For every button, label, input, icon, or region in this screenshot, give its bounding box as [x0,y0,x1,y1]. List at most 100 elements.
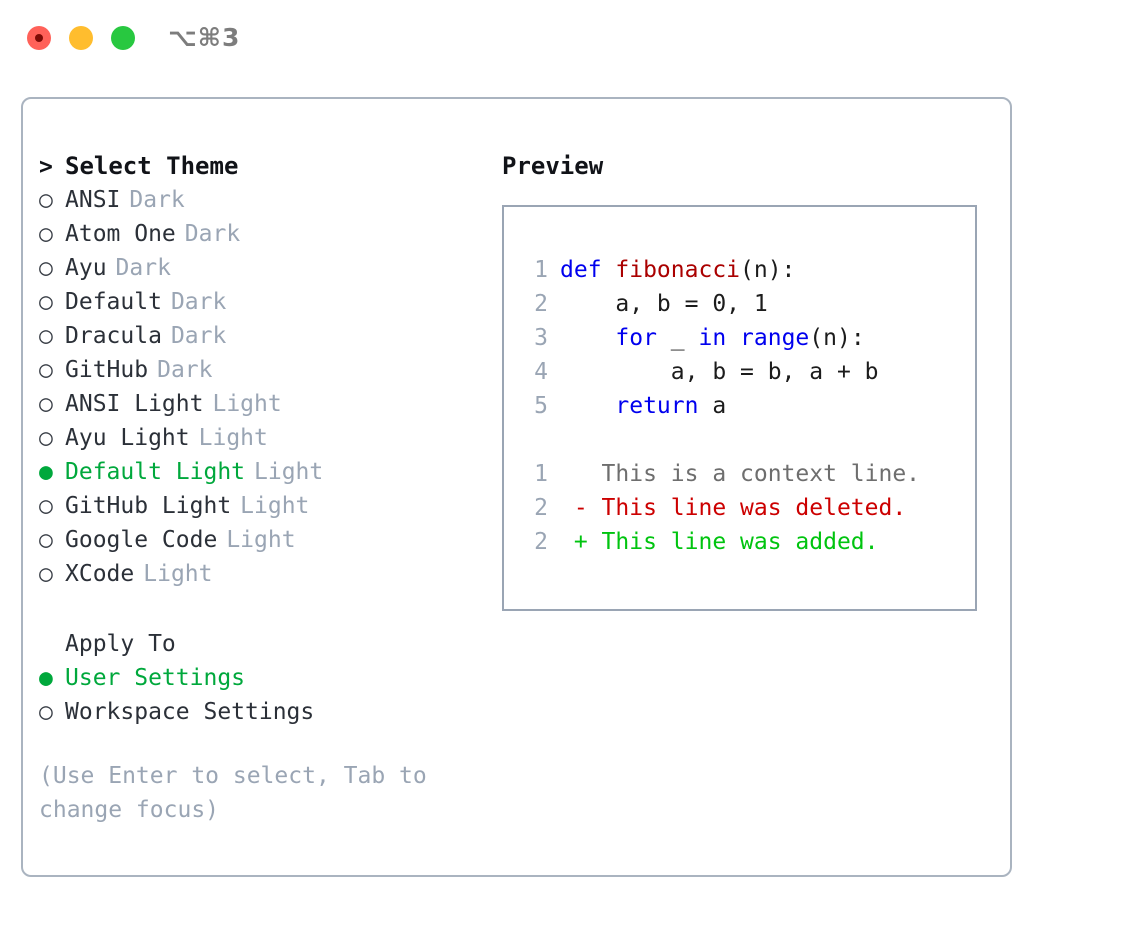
token-pl: a, b = 0, 1 [560,291,768,317]
theme-variant-tag: Light [254,459,324,485]
radio-selected-icon: ● [39,665,53,691]
code-line: 2 a, b = 0, 1 [504,287,975,321]
caret-icon: > [39,154,53,180]
diff-sample: 1 This is a context line.2 - This line w… [504,457,975,559]
diff-line: 2 - This line was deleted. [504,491,975,525]
theme-option-label: XCode [65,561,135,587]
theme-option-google-code[interactable]: ○ Google Code Light [39,523,479,557]
theme-variant-tag: Light [226,527,296,553]
token-kw: in [698,325,727,351]
line-number: 2 [534,495,548,521]
line-content: def fibonacci(n): [560,253,795,287]
line-number: 5 [534,393,548,419]
apply-to-option-label: User Settings [65,665,246,691]
theme-variant-tag: Dark [115,255,171,281]
theme-list-header: > Select Theme [39,149,479,183]
diff-line: 1 This is a context line. [504,457,975,491]
token-pl: a, b = b, a + b [560,359,879,385]
diff-line: 2 + This line was added. [504,525,975,559]
theme-variant-tag: Dark [129,187,185,213]
maximize-button[interactable] [111,26,135,50]
token-fn: fibonacci [615,257,741,283]
theme-option-label: ANSI Light [65,391,204,417]
line-content: This is a context line. [560,457,921,491]
apply-to-option-label: Workspace Settings [65,699,315,725]
close-button[interactable] [27,26,51,50]
theme-option-default-light[interactable]: ● Default Light Light [39,455,479,489]
line-number: 2 [534,529,548,555]
apply-to-option-workspace-settings[interactable]: ○ Workspace Settings [39,695,479,729]
line-content: for _ in range(n): [560,321,865,355]
line-number: 2 [534,291,548,317]
theme-variant-tag: Dark [157,357,213,383]
apply-to-header: ○ Apply To [39,627,479,661]
token-kw: range [740,325,810,351]
theme-option-label: Default Light [65,459,246,485]
token-pl [560,393,615,419]
theme-option-ayu-light[interactable]: ○ Ayu Light Light [39,421,479,455]
apply-to-option-user-settings[interactable]: ● User Settings [39,661,479,695]
theme-variant-tag: Light [198,425,268,451]
theme-list-title: Select Theme [65,152,239,180]
radio-unselected-icon: ○ [39,699,53,725]
apply-to-marker-placeholder: ○ [39,627,65,661]
token-kw: def [560,257,616,283]
theme-option-label: Ayu Light [65,425,190,451]
radio-unselected-icon: ○ [39,527,53,553]
theme-option-label: Default [65,289,162,315]
theme-option-ansi[interactable]: ○ ANSI Dark [39,183,479,217]
token-kw: return [615,393,699,419]
theme-option-ayu[interactable]: ○ Ayu Dark [39,251,479,285]
token-add: + This line was added. [560,529,879,555]
token-pl: (n): [809,325,865,351]
theme-option-label: Ayu [65,255,107,281]
keyboard-shortcut-label: ⌥⌘3 [168,23,241,52]
radio-unselected-icon: ○ [39,289,53,315]
token-pl: _ [656,325,699,351]
line-number: 1 [534,257,548,283]
radio-selected-icon: ● [39,459,53,485]
radio-unselected-icon: ○ [39,425,53,451]
line-number: 1 [534,461,548,487]
line-content: + This line was added. [560,525,879,559]
radio-unselected-icon: ○ [39,391,53,417]
token-pl [560,325,615,351]
preview-title: Preview [502,152,604,180]
radio-unselected-icon: ○ [39,255,53,281]
radio-unselected-icon: ○ [39,187,53,213]
radio-unselected-icon: ○ [39,221,53,247]
title-bar: ⌥⌘3 [0,0,1140,76]
theme-option-atom-one[interactable]: ○ Atom One Dark [39,217,479,251]
code-diff-spacer [504,423,975,457]
token-pl: (n): [740,257,796,283]
theme-option-label: ANSI [65,187,121,213]
theme-option-label: Atom One [65,221,176,247]
token-pl [726,325,740,351]
keyboard-hint-text: (Use Enter to select, Tab to change focu… [39,763,427,823]
token-kw: for [615,325,657,351]
line-content: a, b = b, a + b [560,355,879,389]
apply-to-title: Apply To [65,631,176,657]
token-pl: a [698,393,727,419]
line-content: a, b = 0, 1 [560,287,768,321]
theme-variant-tag: Dark [184,221,241,247]
apply-to-options-list: ● User Settings ○ Workspace Settings [39,661,479,729]
minimize-button[interactable] [69,26,93,50]
code-line: 5 return a [504,389,975,423]
traffic-lights [27,26,135,50]
theme-option-label: Google Code [65,527,218,553]
radio-unselected-icon: ○ [39,357,53,383]
code-line: 3 for _ in range(n): [504,321,975,355]
